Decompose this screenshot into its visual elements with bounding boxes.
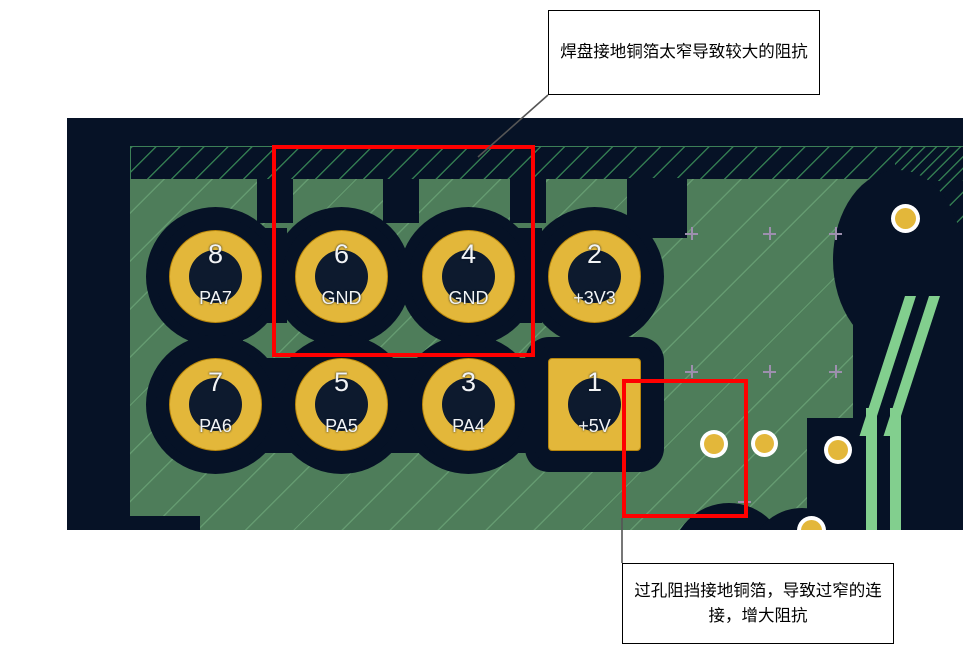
pad-7-PA6[interactable]: 7 PA6: [156, 345, 275, 464]
callout-text: 过孔阻挡接地铜箔，导致过窄的连接，增大阻抗: [634, 581, 882, 625]
pad-number: 5: [333, 367, 350, 397]
pad-number: 8: [207, 239, 224, 269]
keepout-hatch-top: [130, 146, 963, 181]
pad-label: +5V: [578, 416, 611, 436]
pad-number: 7: [207, 367, 224, 397]
pour-notch-c: [510, 179, 546, 223]
board-bottom-margin: [130, 516, 200, 530]
pad-3-PA4[interactable]: 3 PA4: [409, 345, 528, 464]
pad-number: 2: [586, 239, 603, 269]
via-top-right[interactable]: [891, 204, 920, 233]
via-mid-2[interactable]: [751, 430, 778, 457]
grid-cross: [829, 365, 842, 378]
trace-right-3: [866, 408, 877, 530]
pad-number: 1: [586, 367, 603, 397]
clearance-top-fill: [627, 178, 687, 238]
pad-label: PA5: [325, 416, 358, 436]
board-left-margin: [67, 118, 130, 530]
grid-cross: [829, 227, 842, 240]
pad-1-5V[interactable]: 1 +5V: [535, 347, 654, 462]
via-mid-1[interactable]: [700, 430, 728, 458]
via-bottom[interactable]: [797, 516, 826, 530]
pad-8-PA7[interactable]: 8 PA7: [156, 217, 275, 336]
pad-4-GND[interactable]: 4 GND: [409, 217, 528, 336]
highlight-box-pad-ground-copper: [272, 145, 535, 357]
grid-cross: [763, 365, 776, 378]
pad-label: PA7: [199, 288, 232, 308]
pour-notch-b: [383, 179, 419, 223]
pad-label: +3V3: [573, 288, 616, 308]
callout-pad-ground-copper: 焊盘接地铜箔太窄导致较大的阻抗: [548, 10, 820, 95]
pad-label: GND: [321, 288, 362, 308]
pad-6-GND[interactable]: 6 GND: [282, 217, 401, 336]
grid-cross: [763, 227, 776, 240]
callout-text: 焊盘接地铜箔太窄导致较大的阻抗: [560, 43, 808, 62]
via-mid-3[interactable]: [824, 436, 852, 464]
pad-number: 4: [460, 239, 477, 269]
pad-label: GND: [448, 288, 489, 308]
pad-5-PA5[interactable]: 5 PA5: [282, 345, 401, 464]
grid-cross: [685, 365, 698, 378]
grid-cross: [685, 227, 698, 240]
pad-2-3V3[interactable]: 2 +3V3: [535, 217, 654, 336]
pad-number: 6: [333, 239, 350, 269]
pad-label: PA6: [199, 416, 232, 436]
pad-number: 3: [460, 367, 477, 397]
trace-right-4: [890, 408, 901, 530]
pad-label: PA4: [452, 416, 485, 436]
highlight-box-via-blocks-copper: [622, 379, 748, 518]
callout-via-blocks-copper: 过孔阻挡接地铜箔，导致过窄的连接，增大阻抗: [622, 563, 894, 644]
